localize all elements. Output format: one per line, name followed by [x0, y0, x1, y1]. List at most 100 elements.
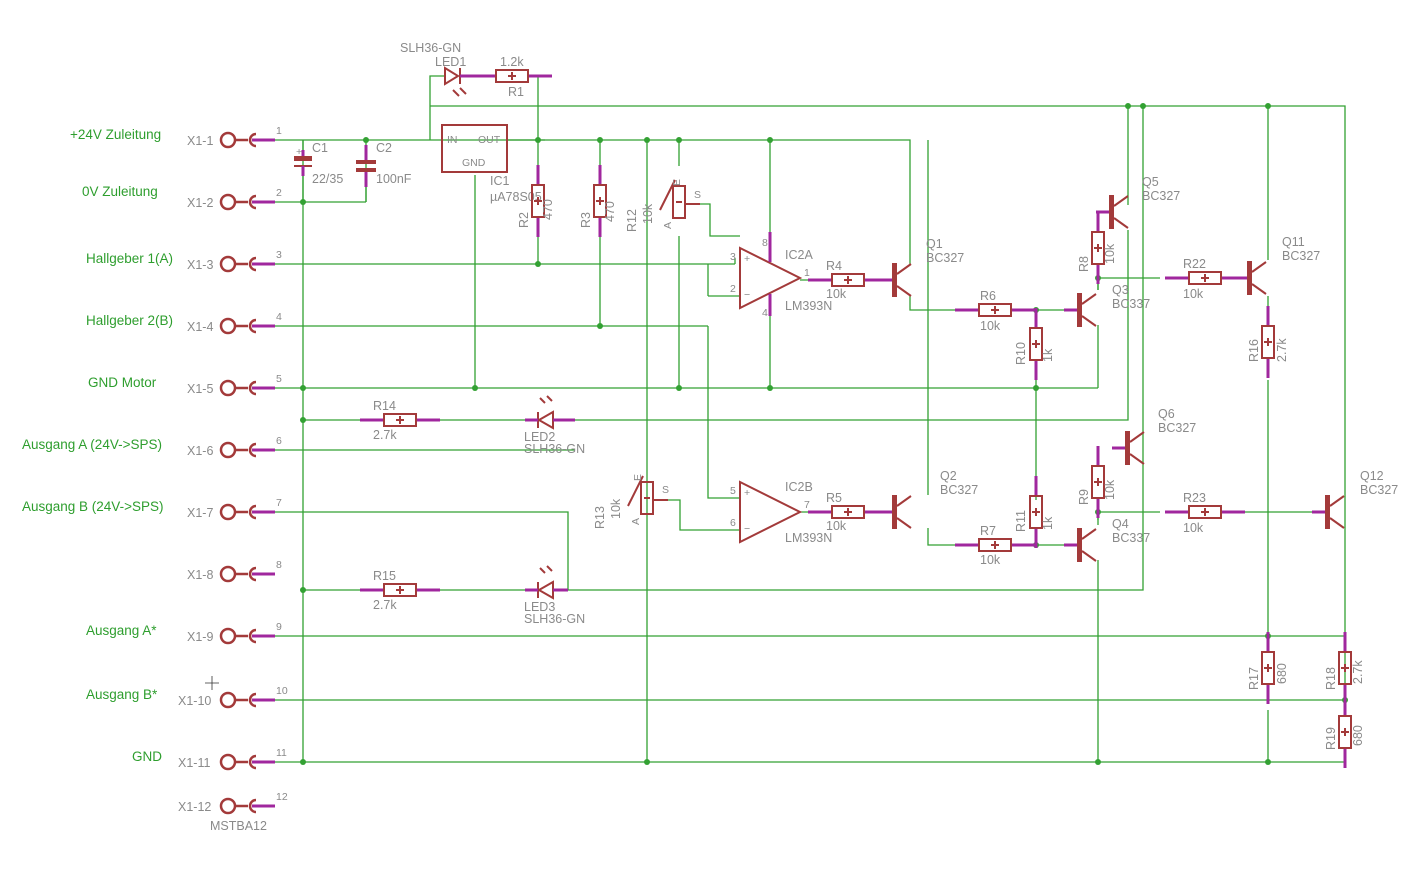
connector-ref: X1-9 — [187, 630, 213, 644]
connector-pin-number: 1 — [276, 125, 282, 137]
q4-name: Q4 — [1112, 517, 1129, 531]
connector-pin-number: 10 — [276, 685, 288, 697]
connector-pin-number: 2 — [276, 187, 282, 199]
connector-ref: X1-12 — [178, 800, 211, 814]
ic1-in-label: IN — [447, 134, 458, 146]
q12-name: Q12 — [1360, 469, 1384, 483]
connector-pin-8: X1-88 — [187, 559, 282, 583]
potentiometer-r12: R12 10k A E S — [625, 179, 701, 232]
connector-ref: X1-11 — [178, 756, 210, 770]
r8-value: 10k — [1103, 243, 1117, 264]
q11-value: BC327 — [1282, 249, 1320, 263]
r13-s-label: S — [662, 484, 669, 496]
capacitor-c1: + C1 22/35 — [294, 140, 343, 202]
ic2a-pin3: 3 — [730, 251, 736, 263]
ic2a-plus: + — [744, 253, 750, 265]
ic2b-plus: + — [744, 487, 750, 499]
r18-value: 2.7k — [1351, 660, 1365, 684]
q6-value: BC327 — [1158, 421, 1196, 435]
resistor-r9: R9 10k — [1077, 446, 1117, 518]
q11-name: Q11 — [1282, 235, 1305, 249]
led1-value: SLH36-GN — [400, 41, 461, 55]
connector-ref: X1-6 — [187, 444, 213, 458]
led-led3: LED3 SLH36-GN — [524, 565, 585, 626]
r13-e-label: E — [632, 474, 644, 481]
connector-pin-1: X1-11 — [187, 125, 282, 149]
net-label-0v: 0V Zuleitung — [82, 184, 158, 199]
r17-name: R17 — [1247, 667, 1261, 690]
ic2b-value: LM393N — [785, 531, 832, 545]
connector-pin-2: X1-22 — [187, 187, 282, 211]
r19-value: 680 — [1351, 725, 1365, 746]
connector-pin-number: 7 — [276, 497, 282, 509]
transistors: Q1BC327Q2BC327Q3BC337Q4BC337Q5BC327Q6BC3… — [879, 175, 1398, 562]
connector-pin-7: X1-77 — [187, 497, 282, 521]
q6-name: Q6 — [1158, 407, 1175, 421]
resistor-r23: R23 10k — [1165, 491, 1245, 535]
connector-pin-number: 12 — [276, 791, 288, 803]
r16-value: 2.7k — [1275, 338, 1289, 362]
ic2b-minus: − — [744, 523, 750, 535]
connector-pin-12: X1-12 12 — [178, 791, 288, 815]
r12-s-label: S — [694, 189, 701, 201]
led3-value: SLH36-GN — [524, 612, 585, 626]
connector-pin-4: X1-44 — [187, 311, 282, 335]
cursor-crosshair — [205, 676, 219, 690]
r13-a-label: A — [630, 518, 642, 525]
r2-name: R2 — [517, 212, 531, 228]
connector-pin-number: 3 — [276, 249, 282, 261]
r9-value: 10k — [1103, 479, 1117, 500]
comparator-ic2a: + − 3 2 1 8 4 IC2A LM393N — [730, 232, 832, 319]
net-label-hall2: Hallgeber 2(B) — [86, 313, 173, 328]
r14-value: 2.7k — [373, 428, 397, 442]
ic2b-name: IC2B — [785, 480, 813, 494]
ic2a-name: IC2A — [785, 248, 813, 262]
q12-value: BC327 — [1360, 483, 1398, 497]
r13-value: 10k — [609, 498, 623, 519]
connector-ref: X1-3 — [187, 258, 213, 272]
r23-value: 10k — [1183, 521, 1204, 535]
q3-value: BC337 — [1112, 297, 1150, 311]
r23-name: R23 — [1183, 491, 1206, 505]
resistor-r8: R8 10k — [1077, 212, 1117, 284]
q2-name: Q2 — [940, 469, 957, 483]
connector-pin-number: 8 — [276, 559, 282, 571]
led2-value: SLH36-GN — [524, 442, 585, 456]
r6-value: 10k — [980, 319, 1001, 333]
connector-pin-6: X1-66 — [187, 435, 282, 459]
led-led1: SLH36-GN LED1 — [400, 41, 490, 97]
ic2b-pin6: 6 — [730, 517, 736, 529]
connector-pin-number: 9 — [276, 621, 282, 633]
r12-value: 10k — [641, 203, 655, 224]
c1-name: C1 — [312, 141, 328, 155]
ic1-value: µA78S05 — [490, 190, 542, 204]
q2-value: BC327 — [940, 483, 978, 497]
r16-name: R16 — [1247, 339, 1261, 362]
r7-name: R7 — [980, 524, 996, 538]
ic2a-pin4: 4 — [762, 307, 768, 319]
q5-name: Q5 — [1142, 175, 1159, 189]
net-label-24v: +24V Zuleitung — [70, 127, 161, 142]
resistor-r1: R11.2k — [472, 55, 552, 99]
r3-value: 470 — [603, 201, 617, 222]
r11-value: 1k — [1041, 516, 1055, 530]
net-label-hall1: Hallgeber 1(A) — [86, 251, 173, 266]
r8-name: R8 — [1077, 256, 1091, 272]
r12-e-label: E — [671, 179, 683, 186]
r9-name: R9 — [1077, 489, 1091, 505]
q1-value: BC327 — [926, 251, 964, 265]
resistor-r16: R16 2.7k — [1247, 306, 1289, 378]
r22-value: 10k — [1183, 287, 1204, 301]
